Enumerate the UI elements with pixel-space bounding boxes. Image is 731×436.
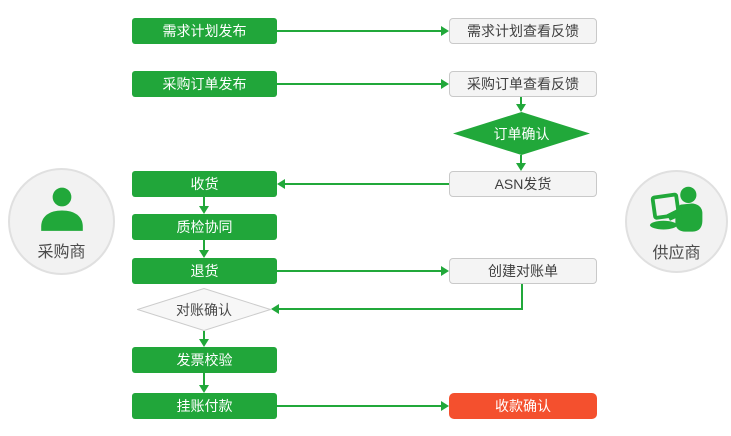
node-po-publish-label: 采购订单发布 bbox=[162, 76, 247, 92]
arrow-receive-quality-line bbox=[203, 197, 205, 207]
person-with-laptop-icon bbox=[649, 186, 702, 232]
node-po-publish: 采购订单发布 bbox=[132, 71, 277, 97]
arrow-statement-confirm-head-icon bbox=[271, 304, 279, 314]
node-book-payment: 挂账付款 bbox=[132, 393, 277, 419]
actor-supplier-label: 供应商 bbox=[652, 245, 701, 262]
node-demand-plan-publish-label: 需求计划发布 bbox=[162, 23, 247, 39]
arrow-po-confirm-line bbox=[520, 97, 522, 105]
node-asn-ship-label: ASN发货 bbox=[494, 176, 552, 192]
arrow-invoice-payment-head-icon bbox=[199, 385, 209, 393]
node-create-statement: 创建对账单 bbox=[449, 258, 597, 284]
node-payment-confirm: 收款确认 bbox=[449, 393, 597, 419]
arrow-payment-confirm-line bbox=[277, 405, 442, 407]
arrow-demand-plan-line bbox=[277, 30, 442, 32]
arrow-demand-plan-head-icon bbox=[441, 26, 449, 36]
node-po-feedback: 采购订单查看反馈 bbox=[449, 71, 597, 97]
node-order-confirm: 订单确认 bbox=[453, 112, 590, 155]
arrow-return-statement-head-icon bbox=[441, 266, 449, 276]
arrow-payment-confirm-head-icon bbox=[441, 401, 449, 411]
arrow-quality-return-head-icon bbox=[199, 250, 209, 258]
actor-supplier: 供应商 bbox=[625, 170, 728, 273]
arrow-confirm-invoice-head-icon bbox=[199, 339, 209, 347]
node-invoice-verify-label: 发票校验 bbox=[176, 352, 233, 368]
diamond-shape bbox=[137, 288, 271, 331]
arrow-asn-receive-line bbox=[285, 183, 449, 185]
arrow-invoice-payment-line bbox=[203, 373, 205, 386]
node-statement-confirm-label: 对账确认 bbox=[176, 301, 232, 318]
node-create-statement-label: 创建对账单 bbox=[488, 263, 558, 279]
arrow-receive-quality-head-icon bbox=[199, 206, 209, 214]
node-po-feedback-label: 采购订单查看反馈 bbox=[467, 76, 579, 92]
node-quality-check-label: 质检协同 bbox=[176, 219, 233, 235]
arrow-confirm-asn-line bbox=[520, 155, 522, 164]
arrow-statement-confirm-vline bbox=[521, 284, 523, 310]
arrow-return-statement-line bbox=[277, 270, 442, 272]
arrow-confirm-invoice-line bbox=[203, 331, 205, 340]
node-return-goods: 退货 bbox=[132, 258, 277, 284]
arrow-quality-return-line bbox=[203, 240, 205, 251]
node-demand-plan-feedback-label: 需求计划查看反馈 bbox=[467, 23, 579, 39]
node-book-payment-label: 挂账付款 bbox=[176, 398, 233, 414]
arrow-po-head-icon bbox=[441, 79, 449, 89]
node-demand-plan-feedback: 需求计划查看反馈 bbox=[449, 18, 597, 44]
arrow-confirm-asn-head-icon bbox=[516, 163, 526, 171]
node-receive-label: 收货 bbox=[190, 176, 219, 192]
arrow-asn-receive-head-icon bbox=[277, 179, 285, 189]
arrow-statement-confirm-hline bbox=[279, 308, 523, 310]
arrow-po-line bbox=[277, 83, 442, 85]
arrow-po-confirm-head-icon bbox=[516, 104, 526, 112]
actor-buyer: 采购商 bbox=[8, 168, 115, 275]
person-icon bbox=[40, 187, 83, 231]
node-demand-plan-publish: 需求计划发布 bbox=[132, 18, 277, 44]
node-invoice-verify: 发票校验 bbox=[132, 347, 277, 373]
node-asn-ship: ASN发货 bbox=[449, 171, 597, 197]
node-receive: 收货 bbox=[132, 171, 277, 197]
node-payment-confirm-label: 收款确认 bbox=[495, 398, 551, 414]
node-quality-check: 质检协同 bbox=[132, 214, 277, 240]
node-return-goods-label: 退货 bbox=[190, 263, 219, 279]
diamond-shape bbox=[453, 112, 590, 155]
node-order-confirm-label: 订单确认 bbox=[493, 125, 550, 142]
node-statement-confirm: 对账确认 bbox=[137, 288, 271, 331]
actor-buyer-label: 采购商 bbox=[37, 244, 86, 261]
